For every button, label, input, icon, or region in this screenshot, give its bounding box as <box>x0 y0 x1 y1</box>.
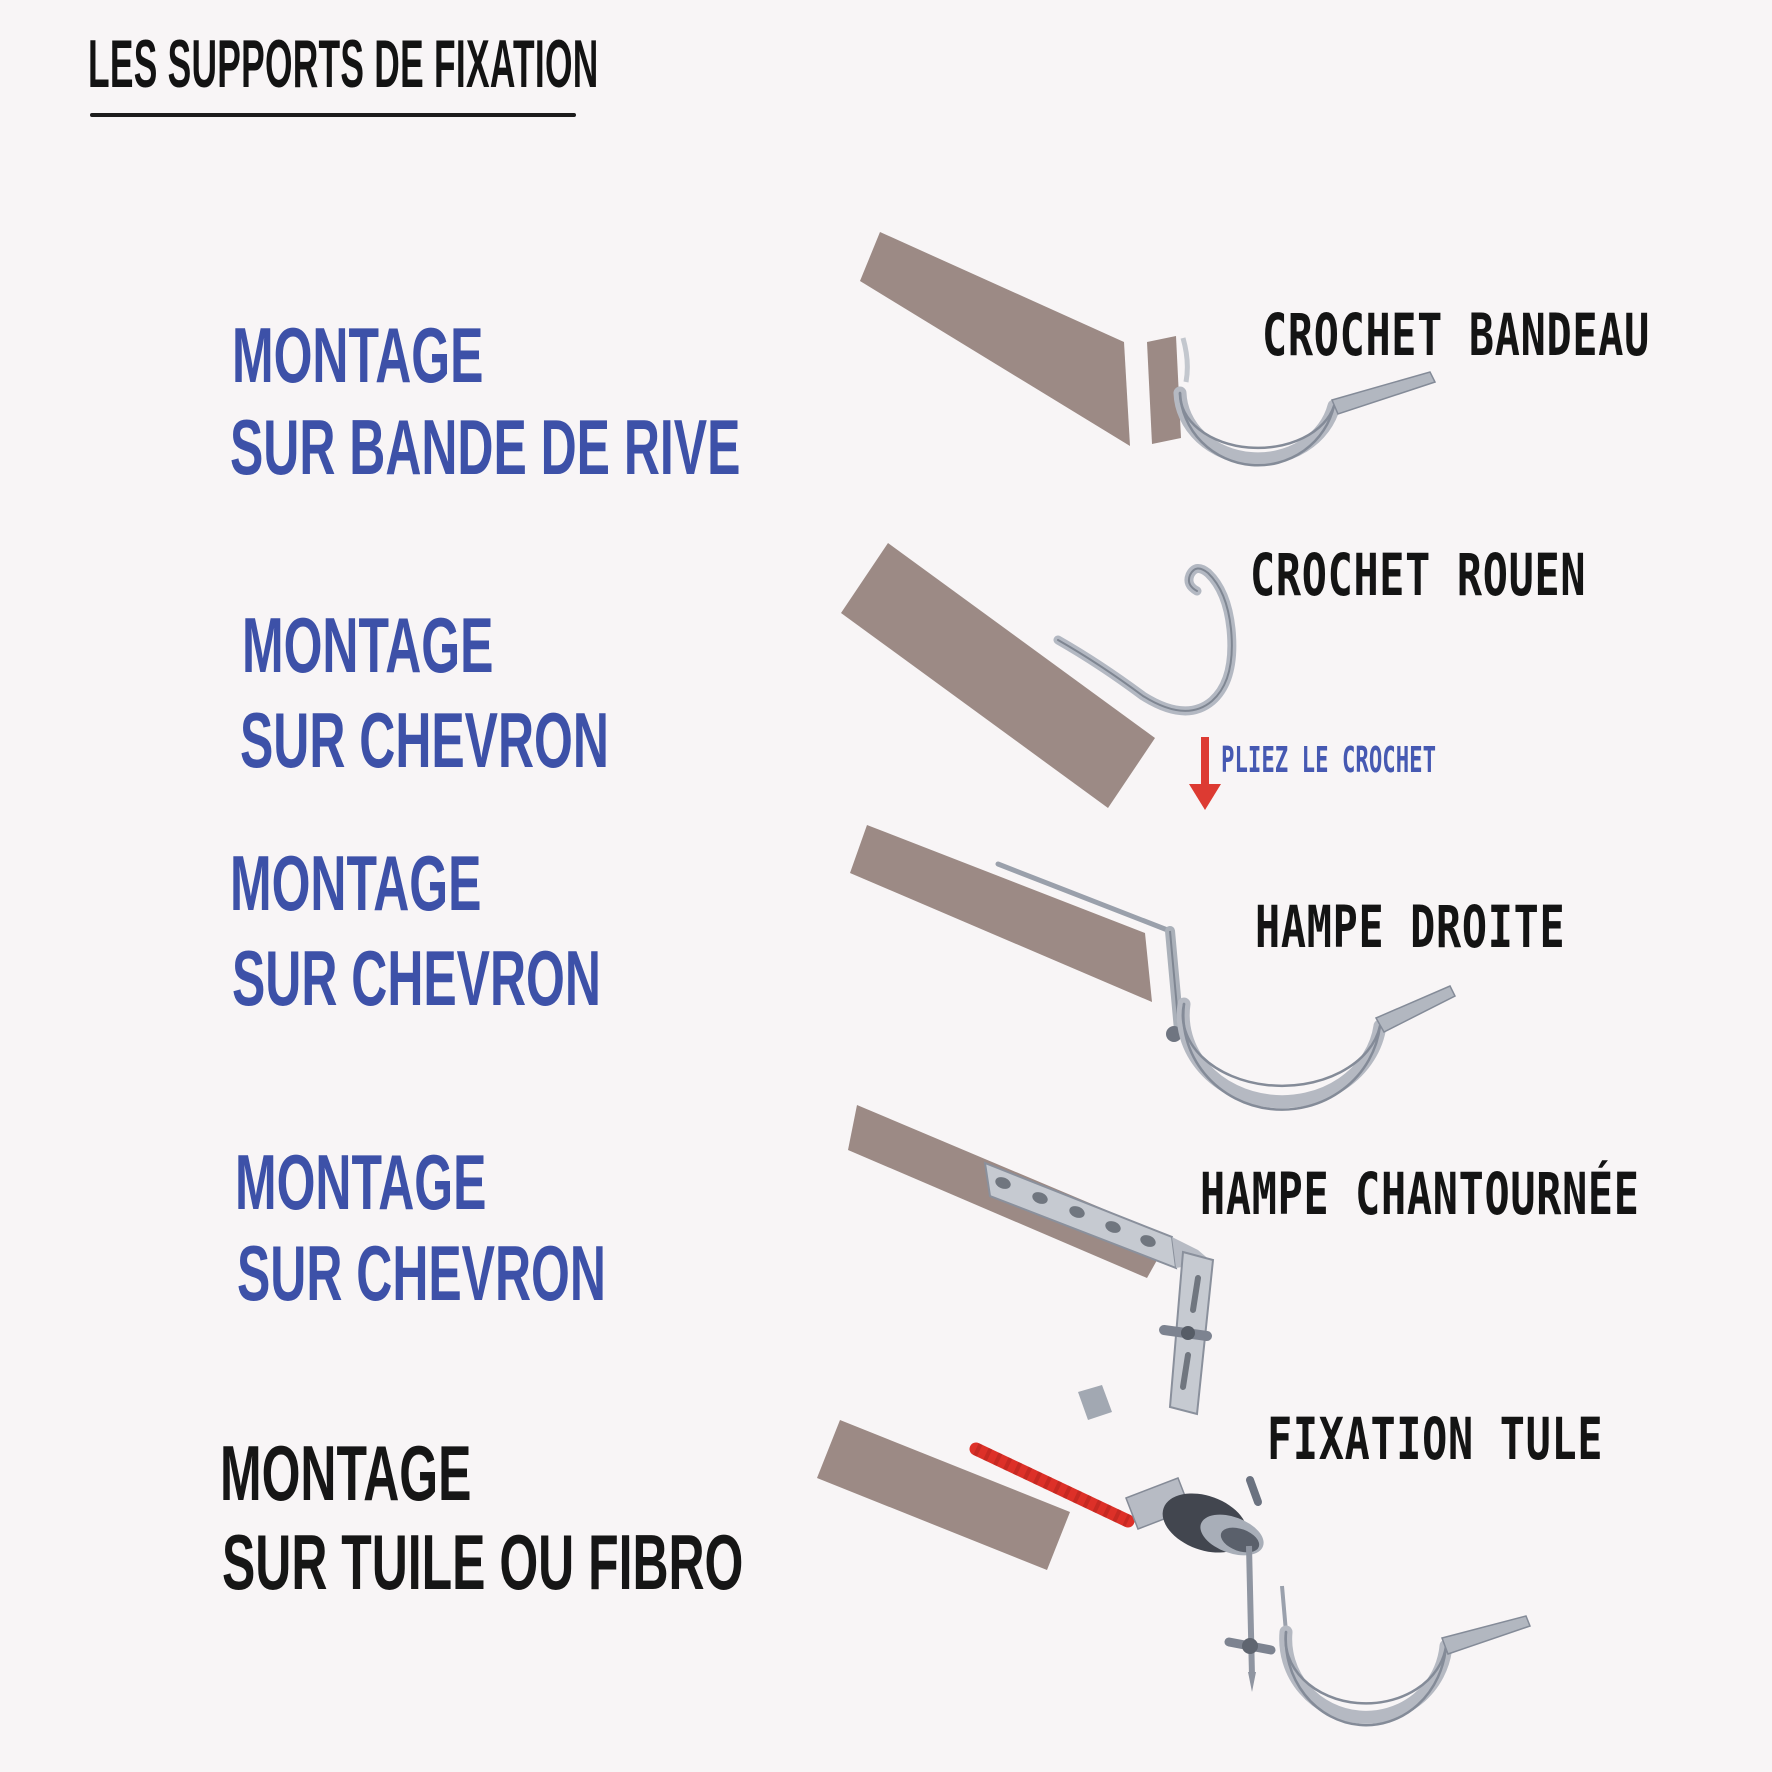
bend-arrow-head <box>1189 784 1221 810</box>
gutter-hook-profile <box>1178 391 1336 450</box>
gutter-hook-profile <box>1182 1002 1382 1111</box>
wing-nut-center <box>1242 1638 1258 1654</box>
strap-hole <box>1140 1235 1156 1247</box>
hook-tail <box>1374 985 1457 1033</box>
support-label-crochet-rouen: CROCHET ROUEN <box>1250 541 1587 609</box>
hampe-bolt <box>1166 1026 1182 1042</box>
illustration-montage-tuile-fibro <box>817 1385 1531 1727</box>
support-label-hampe-chantournee: HAMPE CHANTOURNÉE <box>1200 1160 1640 1228</box>
montage-label-3-line2: SUR CHEVRON <box>232 934 601 1022</box>
strap-bolt-head <box>1181 1326 1195 1340</box>
hook-link <box>1280 1585 1288 1633</box>
hook-tail <box>1441 1615 1531 1655</box>
rouen-hook-profile <box>1057 567 1233 712</box>
montage-label-4-line1: MONTAGE <box>235 1138 487 1226</box>
pliez-le-crochet-note: PLIEZ LE CROCHET <box>1221 740 1437 781</box>
illustration-montage-bande-de-rive <box>860 232 1437 467</box>
strap-hole <box>1069 1206 1085 1218</box>
support-label-hampe-droite: HAMPE DROITE <box>1255 893 1566 961</box>
strap-hole <box>1105 1221 1121 1233</box>
support-label-crochet-bandeau: CROCHET BANDEAU <box>1262 301 1650 369</box>
threaded-rod <box>1246 1545 1255 1677</box>
montage-label-5-line2: SUR TUILE OU FIBRO <box>222 1518 744 1606</box>
montage-label-3-line1: MONTAGE <box>230 839 482 927</box>
gutter-hook-profile <box>1284 1630 1448 1705</box>
hook-tail <box>1330 371 1437 415</box>
gutter-hook-profile <box>1284 1630 1448 1727</box>
gutter-hook-profile <box>1181 1002 1382 1088</box>
montage-label-1-line1: MONTAGE <box>232 311 484 399</box>
montage-label-4-line2: SUR CHEVRON <box>237 1229 606 1317</box>
strap-hole <box>1032 1192 1048 1204</box>
montage-label-2-line2: SUR CHEVRON <box>240 696 609 784</box>
rod-tip <box>1248 1672 1256 1692</box>
rafter-board <box>860 232 1130 446</box>
strap-slot <box>1180 1352 1191 1390</box>
illustration-montage-chevron-rouen <box>841 543 1237 810</box>
montage-label-5-line1: MONTAGE <box>220 1429 472 1517</box>
hook-wire <box>1180 337 1190 383</box>
fascia-strip <box>1147 336 1181 444</box>
title-underline <box>90 113 576 117</box>
montage-label-1-line2: SUR BANDE DE RIVE <box>230 403 741 491</box>
gutter-hook-profile <box>1178 391 1336 467</box>
clamp-bolt <box>1246 1476 1262 1506</box>
strap-slot <box>1190 1275 1201 1313</box>
rafter-board <box>817 1420 1070 1570</box>
illustration-montage-chevron-hampe-droite <box>850 825 1457 1111</box>
hampe-rod <box>995 861 1173 934</box>
page-title: LES SUPPORTS DE FIXATION <box>88 26 599 102</box>
rafter-board <box>841 543 1155 808</box>
support-label-fixation-tuile: FIXATION TULE <box>1267 1405 1604 1473</box>
clip-upper-plate <box>1078 1385 1112 1420</box>
illustration-montage-chevron-hampe-chantournee <box>848 1105 1215 1416</box>
strap-hole <box>995 1177 1011 1189</box>
rafter-board <box>850 825 1152 1002</box>
tile-screw-red <box>969 1442 1135 1528</box>
montage-label-2-line1: MONTAGE <box>242 601 494 689</box>
